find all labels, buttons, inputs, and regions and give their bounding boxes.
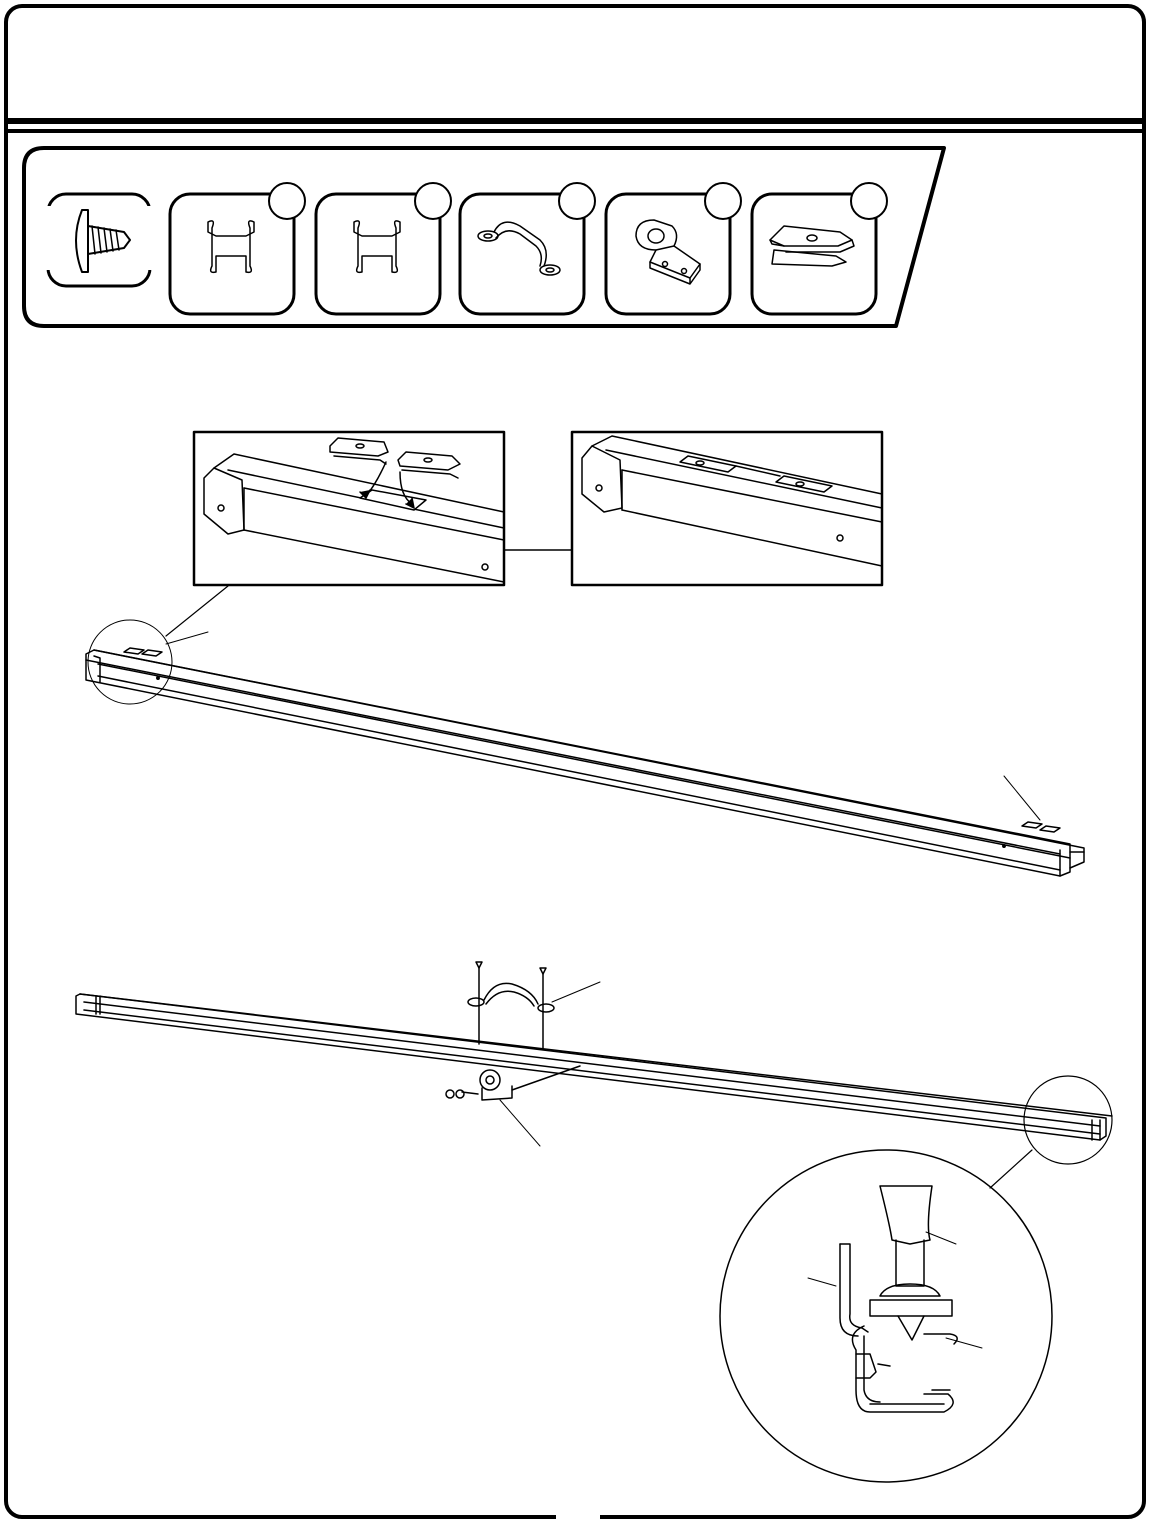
page-frame <box>4 4 1146 1519</box>
page-number <box>556 1500 600 1520</box>
